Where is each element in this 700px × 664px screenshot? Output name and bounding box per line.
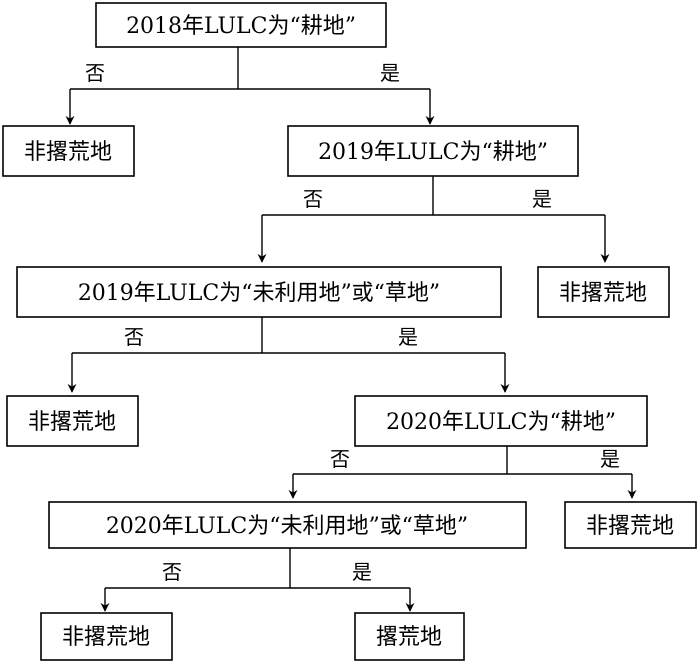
node-non-abandoned-2: 非撂荒地 [537, 266, 670, 318]
node-abandoned: 撂荒地 [354, 612, 465, 661]
node-non-abandoned-1-label: 非撂荒地 [24, 140, 112, 165]
node-2018-cropland: 2018年LULC为“耕地” [95, 2, 387, 48]
node-2019-unused-or-grass: 2019年LULC为“未利用地”或“草地” [16, 266, 502, 318]
edge-label-yes: 是 [352, 560, 372, 584]
edge-label-no: 否 [85, 61, 105, 85]
node-non-abandoned-2-label: 非撂荒地 [559, 281, 647, 306]
node-non-abandoned-5-label: 非撂荒地 [62, 625, 150, 650]
edge-label-yes: 是 [532, 187, 552, 211]
edge-label-no: 否 [330, 447, 350, 471]
edge-label-no: 否 [303, 187, 323, 211]
edge-label-yes: 是 [600, 447, 620, 471]
edge-label-yes: 是 [380, 61, 400, 85]
node-non-abandoned-3-label: 非撂荒地 [28, 410, 116, 435]
node-2020-cropland-label: 2020年LULC为“耕地” [386, 410, 616, 435]
edge-label-no: 否 [124, 325, 144, 349]
node-non-abandoned-1: 非撂荒地 [2, 125, 135, 177]
node-2020-cropland: 2020年LULC为“耕地” [354, 395, 648, 447]
node-2020-unused-or-grass: 2020年LULC为“未利用地”或“草地” [48, 501, 527, 549]
node-2018-cropland-label: 2018年LULC为“耕地” [126, 14, 356, 39]
node-non-abandoned-5: 非撂荒地 [40, 612, 173, 661]
node-2019-cropland: 2019年LULC为“耕地” [287, 125, 579, 177]
node-non-abandoned-4-label: 非撂荒地 [586, 514, 674, 539]
node-2019-cropland-label: 2019年LULC为“耕地” [318, 140, 548, 165]
node-2019-unused-or-grass-label: 2019年LULC为“未利用地”或“草地” [78, 281, 440, 306]
node-abandoned-label: 撂荒地 [376, 625, 442, 650]
connector-2020 [288, 446, 637, 499]
connector-2018 [65, 47, 435, 125]
connector-2019-unused [67, 317, 510, 393]
node-non-abandoned-4: 非撂荒地 [564, 501, 697, 549]
edge-label-yes: 是 [398, 325, 418, 349]
node-2020-unused-or-grass-label: 2020年LULC为“未利用地”或“草地” [106, 514, 468, 539]
edge-label-no: 否 [162, 560, 182, 584]
node-non-abandoned-3: 非撂荒地 [6, 395, 139, 447]
connector-2019 [257, 176, 610, 263]
connector-2020-unused [100, 548, 415, 612]
